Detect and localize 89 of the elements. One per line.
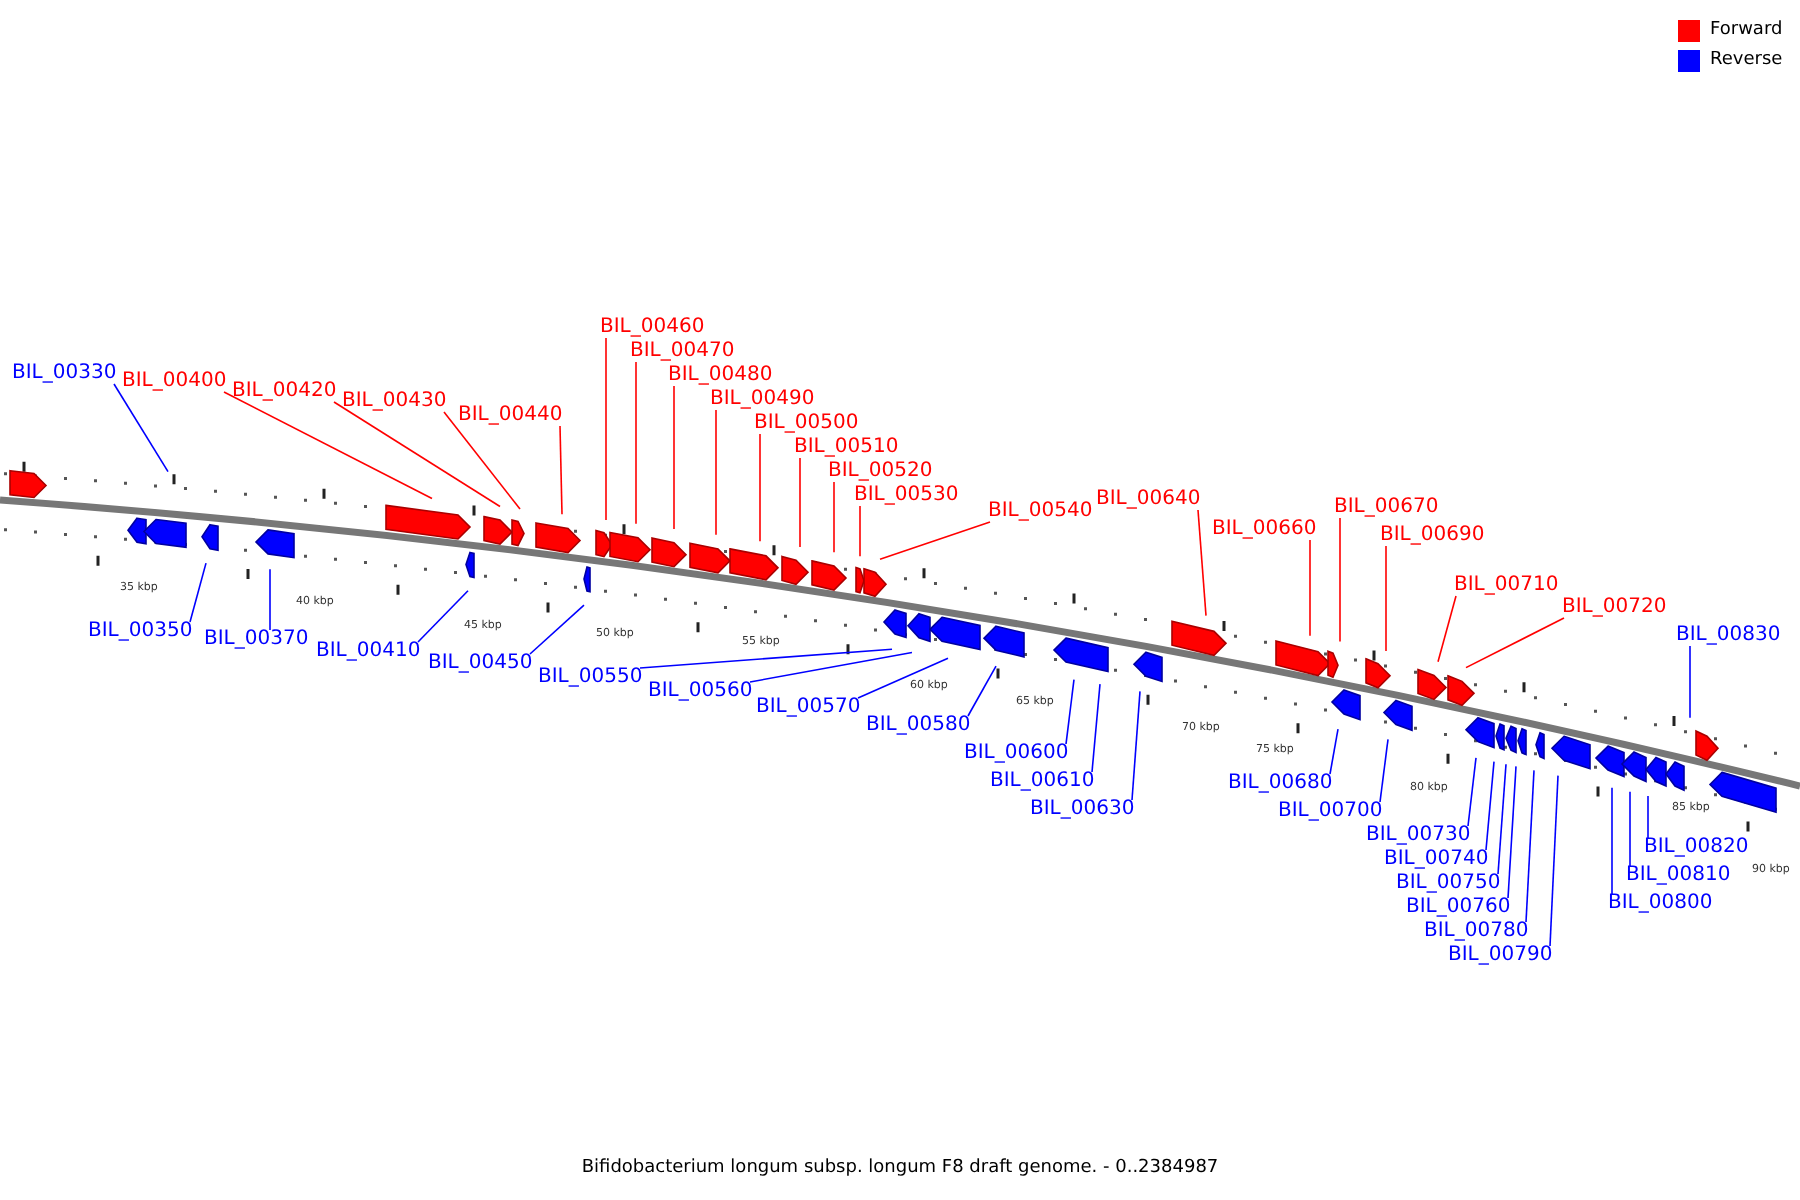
gene-label: BIL_00400 [122,370,227,394]
leader-line [639,648,893,669]
leader-line [605,337,607,521]
gene-label: BIL_00630 [1030,798,1135,822]
legend-label: Reverse [1710,48,1783,72]
gene-label: BIL_00420 [232,380,337,404]
leader-line [967,665,997,717]
gene-label: BIL_00740 [1384,848,1489,872]
gene-label: BIL_00510 [794,436,899,460]
gene-label: BIL_00330 [12,362,117,386]
leader-line [749,651,913,683]
leader-line [1379,738,1389,803]
gene-label: BIL_00660 [1212,518,1317,542]
gene-label: BIL_00600 [964,742,1069,766]
leader-line [223,391,433,500]
leader-line [857,657,949,699]
leader-line [1091,683,1101,773]
leader-line [113,383,169,473]
leader-line [559,425,563,516]
leader-line [1197,509,1207,617]
leader-line [1485,760,1495,851]
leader-line [715,409,717,536]
leader-line [1467,757,1477,827]
leader-line [443,411,521,510]
leader-line [1525,769,1535,923]
leader-line [1611,786,1613,895]
gene-label: BIL_00500 [754,412,859,436]
leader-line [1629,791,1631,867]
gene-label: BIL_00350 [88,620,193,644]
gene-label: BIL_00760 [1406,896,1511,920]
gene-label: BIL_00810 [1626,864,1731,888]
gene-label: BIL_00830 [1676,624,1781,648]
leader-line [1647,795,1649,839]
leader-line [635,361,637,525]
leader-line [799,457,801,548]
gene-label: BIL_00560 [648,680,753,704]
gene-label: BIL_00790 [1448,944,1553,968]
leader-line [833,481,835,553]
gene-label: BIL_00450 [428,652,533,676]
gene-label: BIL_00750 [1396,872,1501,896]
gene-label: BIL_00780 [1424,920,1529,944]
gene-label: BIL_00460 [600,316,705,340]
gene-label: BIL_00800 [1608,892,1713,916]
leader-line [859,505,861,557]
gene-label: BIL_00710 [1454,574,1559,598]
gene-label: BIL_00700 [1278,800,1383,824]
leader-line [1437,595,1457,663]
leader-line [1339,517,1341,643]
leader-line [1385,545,1387,652]
gene-label: BIL_00680 [1228,772,1333,796]
gene-label: BIL_00720 [1562,596,1667,620]
leader-line [529,604,585,655]
gene-label: BIL_00610 [990,770,1095,794]
leader-line [1549,774,1559,947]
gene-label: BIL_00690 [1380,524,1485,548]
gene-label: BIL_00470 [630,340,735,364]
gene-label: BIL_00540 [988,500,1093,524]
leader-line [1329,728,1339,775]
gene-label: BIL_00730 [1366,824,1471,848]
legend-label: Forward [1710,18,1783,42]
gene-label: BIL_00580 [866,714,971,738]
leader-line [333,401,501,508]
leader-line [879,521,991,561]
leader-line [269,568,271,631]
gene-label: BIL_00570 [756,696,861,720]
leader-line [1131,690,1141,801]
gene-label: BIL_00530 [854,484,959,508]
leader-line [1309,539,1311,637]
gene-label: BIL_00820 [1644,836,1749,860]
gene-label: BIL_00480 [668,364,773,388]
leader-line [189,562,207,623]
leader-line [759,433,761,542]
caption: Bifidobacterium longum subsp. longum F8 draft genome. - 0..2384987 [581,1158,1219,1178]
gene-label: BIL_00520 [828,460,933,484]
leader-line [1507,765,1517,899]
leader-line [673,385,675,530]
gene-label: BIL_00440 [458,404,563,428]
gene-label: BIL_00490 [710,388,815,412]
gene-label: BIL_00430 [342,390,447,414]
leader-line [1497,763,1507,875]
leader-line [1465,617,1565,669]
gene-label: BIL_00410 [316,640,421,664]
leader-line [1689,645,1691,719]
gene-label: BIL_00370 [204,628,309,652]
leader-line [1065,678,1075,745]
gene-label: BIL_00550 [538,666,643,690]
gene-label: BIL_00640 [1096,488,1201,512]
leader-line [417,589,469,643]
gene-label: BIL_00670 [1334,496,1439,520]
